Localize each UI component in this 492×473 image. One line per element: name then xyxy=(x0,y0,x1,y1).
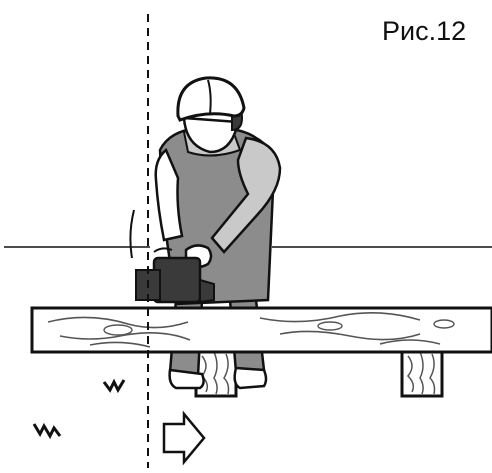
face xyxy=(182,116,240,154)
worker-head xyxy=(176,76,246,154)
log xyxy=(30,306,492,354)
boot-right xyxy=(233,366,268,390)
support-block-right xyxy=(400,346,444,398)
arrow-right-outline-icon xyxy=(162,410,206,466)
support-block-left xyxy=(194,346,238,398)
wood-chip-icon xyxy=(32,378,126,440)
boot-left xyxy=(168,368,205,390)
figure-label: Рис.12 xyxy=(382,16,467,46)
